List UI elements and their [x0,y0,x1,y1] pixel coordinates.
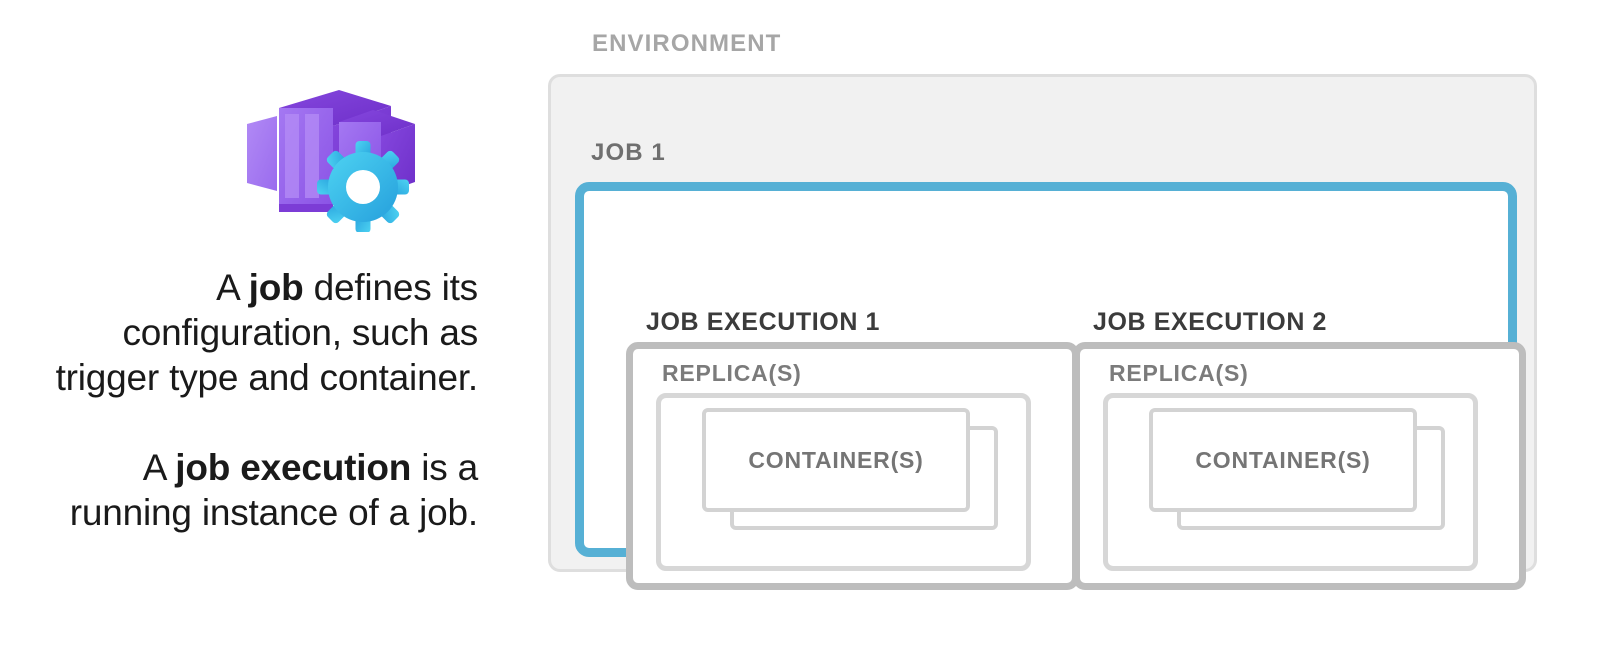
paragraph-exec-line-1: A job execution is a [142,447,478,488]
job-execution-1-title: JOB EXECUTION 1 [646,308,881,336]
left-info-panel: A job defines its configuration, such as… [0,0,520,646]
job-boundary-box: JOB EXECUTION 1 REPLICA(S) CONTAINER(S) … [575,182,1526,590]
container-app-job-icon [243,84,418,233]
gear-icon [317,141,409,233]
job-execution-2-title: JOB EXECUTION 2 [1093,308,1328,336]
job-execution-2: JOB EXECUTION 2 REPLICA(S) CONTAINER(S) [1073,308,1526,590]
job-label: JOB 1 [591,139,666,166]
paragraph-exec-line-2: running instance of a job. [69,492,478,533]
job-execution-2-replica-label: REPLICA(S) [1109,360,1249,386]
paragraph-job-line-3: trigger type and container. [55,357,479,398]
paragraph-job-line-2: configuration, such as [122,312,478,353]
bold-job-execution: job execution [175,447,412,488]
bold-job: job [248,267,304,308]
paragraph-gap [0,400,478,445]
description-text: A job defines its configuration, such as… [0,265,479,535]
job-execution-1-container-label: CONTAINER(S) [748,446,924,473]
job-execution-1-container-box-front: CONTAINER(S) [702,408,970,512]
job-execution-1: JOB EXECUTION 1 REPLICA(S) CONTAINER(S) [626,308,1079,590]
environment-label: ENVIRONMENT [592,30,782,57]
job-execution-2-container-box-front: CONTAINER(S) [1149,408,1417,512]
environment-box: JOB 1 JOB EXECUTION 1 REPLICA(S) CONTAIN… [548,74,1537,590]
icon-left-panel [247,116,277,191]
job-execution-2-container-label: CONTAINER(S) [1195,446,1371,473]
job-execution-1-replica-label: REPLICA(S) [662,360,802,386]
paragraph-job-line-1: A job defines its [216,267,478,308]
